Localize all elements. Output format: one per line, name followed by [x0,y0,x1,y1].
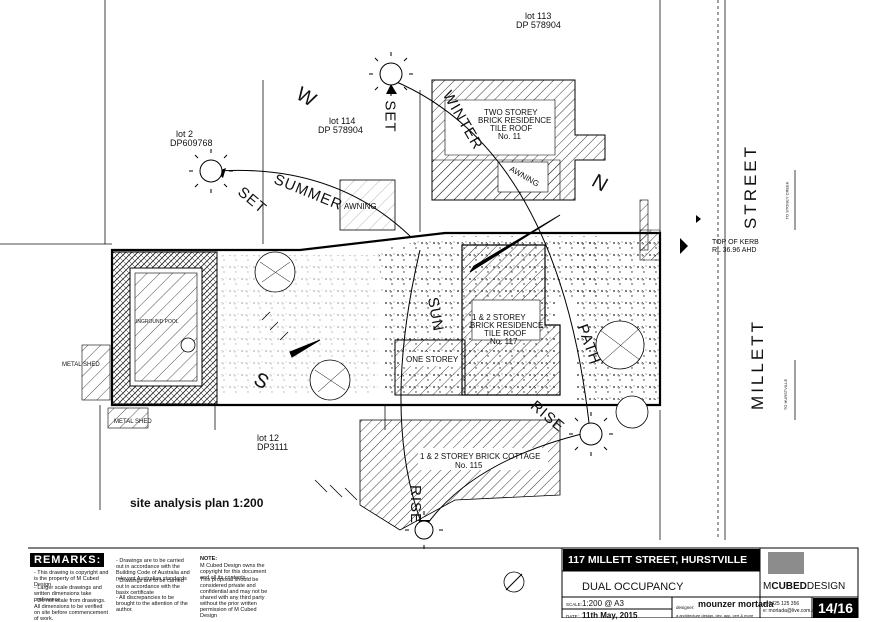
no115-line1: 1 & 2 STOREY BRICK COTTAGE [420,452,541,461]
millett-label: MILLETT [747,319,767,410]
west-label: W [292,83,323,114]
sheet-number: 14/16 [813,598,858,618]
no117-line2: BRICK RESIDENCE [470,321,544,330]
email: e: mortada@live.com.au [763,608,818,614]
logo-block [768,552,804,574]
phone: p: 0425 125 356 [763,601,800,607]
metal-shed-2-label: METAL SHED [114,419,152,425]
remarks-heading: REMARKS: [30,553,104,567]
designer-sub: a architecture design, dev. app, cert & … [676,613,754,618]
remarks-col1-1: - This drawing is copyright and is the p… [34,570,109,588]
to-hurstville: TO HURSTVILLE [783,378,789,411]
no11-line3: TILE ROOF [490,124,533,133]
lot-12-dp: DP3111 [257,442,289,452]
scale-value: 1:200 @ A3 [582,599,624,608]
lot-114-label: lot 114 [329,116,356,126]
no11-line2: BRICK RESIDENCE [478,116,552,125]
designer-label: designer: [676,605,695,610]
remarks-col3-2: This proposal should be considered priva… [200,577,268,619]
no11-line1: TWO STOREY [484,108,538,117]
logo-text: MCUBEDDESIGN [763,581,846,592]
lot-2-label: lot 2 [176,129,194,139]
remarks-col1-2: - Larger scale drawings and written dime… [34,585,102,603]
remarks-col2-3: - All discrepancies to be brought to the… [116,595,188,613]
remarks-col2-1: - Drawings are to be carried out in acco… [116,558,190,582]
plan-title: site analysis plan 1:200 [130,496,264,510]
date-label: DATE: [566,614,579,619]
pool-label: INGROUND POOL [136,319,179,325]
remarks-col3-1: M Cubed Design owns the copyright for th… [200,563,267,581]
title-address: 117 MILLETT STREET, HURSTVILLE [563,549,760,571]
kerb-line1: TOP OF KERB [712,239,759,246]
remarks-col1-3: - Do not scale from drawings. All dimens… [34,598,108,622]
kerb-line2: RL 36.96 AHD [712,247,757,254]
scale-label: SCALE: [566,602,583,607]
remarks-note-title: NOTE: [200,556,218,562]
lot-12-label: lot 12 [257,433,280,443]
awning-north-label: AWNING [344,202,377,211]
logo-design: DESIGN [806,581,846,592]
title-project: DUAL OCCUPANCY [582,581,684,593]
rise-label-2: RISE [407,484,425,525]
to-stoney-creek: TO STONEY CREEK [784,181,790,220]
no115-line2: No. 115 [455,461,483,470]
lot-113-label: lot 113 [525,11,552,21]
one-storey-label: ONE STOREY [406,355,459,364]
sun-path-label: SUN [423,295,447,334]
no117-line3: TILE ROOF [484,329,527,338]
lot-114-dp: DP 578904 [318,125,363,135]
lot-2-dp: DP609768 [170,138,213,148]
no11-line4: No. 11 [498,132,521,141]
set-label-1: SET [381,100,399,133]
date-value: 11th May, 2015 [582,611,638,620]
lot-113-dp: DP 578904 [516,20,561,30]
metal-shed-1-label: METAL SHED [62,362,100,368]
logo-cubed: CUBED [771,581,807,592]
street-label: STREET [741,143,761,230]
no117-line1: 1 & 2 STOREY [472,313,526,322]
remarks-col2-2: - Drawings are to be carried out in acco… [116,578,184,596]
logo-m: M [763,581,772,592]
designer-name: mounzer mortada [698,599,774,609]
no117-line4: No. 117 [490,337,518,346]
